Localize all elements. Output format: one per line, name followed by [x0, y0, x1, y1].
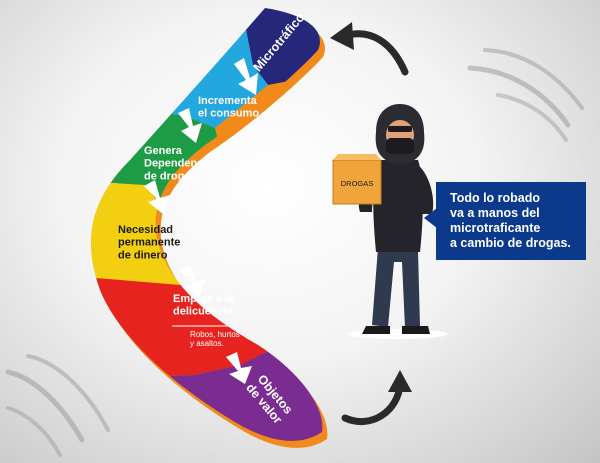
microtraficante-figure: DROGAS [332, 104, 448, 339]
label-line: Genera [144, 145, 183, 157]
info-line: va a manos del [450, 206, 540, 220]
label-line: Dependencia [144, 158, 213, 170]
info-line: microtraficante [450, 221, 541, 235]
drug-box-label: DROGAS [341, 179, 374, 188]
cycle-arrow-bottom [341, 370, 412, 426]
boomerang [90, 8, 328, 448]
drug-box [332, 159, 382, 205]
info-box-pointer [424, 208, 437, 228]
label-line: de drogas [144, 170, 197, 182]
label-line: de dinero [118, 249, 168, 261]
label-line: Necesidad [118, 224, 173, 236]
label-line: delicuencia [173, 306, 234, 318]
motion-lines-bottom-left [5, 354, 110, 457]
cycle-arrow-top [330, 22, 409, 76]
label-line: permanente [118, 237, 180, 249]
label-line: Incrementa [198, 95, 258, 107]
label-line: y asaltos. [190, 339, 224, 348]
info-line: Todo lo robado [450, 191, 541, 205]
info-box: Todo lo robado va a manos del microtrafi… [436, 182, 586, 260]
notch-arrows [144, 58, 258, 384]
label-line: Robos, hurtos [190, 330, 240, 339]
info-line: a cambio de drogas. [450, 236, 571, 250]
label-line: el consumo [198, 108, 259, 120]
label-line: Empuja a la [173, 293, 235, 305]
motion-lines-top-right [467, 48, 584, 142]
